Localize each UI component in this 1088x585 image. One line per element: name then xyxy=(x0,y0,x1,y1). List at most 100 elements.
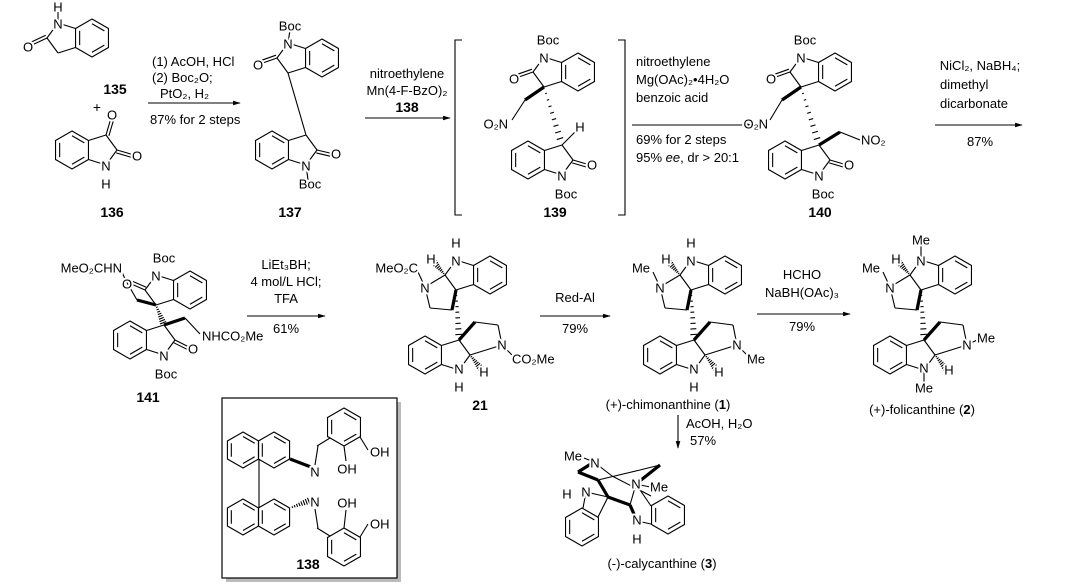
atom-h: H xyxy=(426,252,435,267)
hashed-bond xyxy=(158,316,164,320)
hashed-bond xyxy=(901,265,906,270)
bond xyxy=(305,164,309,181)
hashed-bond xyxy=(300,501,303,506)
wedge-bond xyxy=(685,289,693,311)
benzene-ring xyxy=(54,130,90,170)
bond xyxy=(635,483,651,488)
bond xyxy=(582,491,587,509)
bond xyxy=(316,149,335,155)
bond xyxy=(359,436,369,451)
atom-oh: OH xyxy=(370,445,390,460)
bond xyxy=(839,131,861,141)
bond xyxy=(458,339,471,356)
step6-reagent: Red-Al xyxy=(555,290,595,305)
calycanthine-structure xyxy=(564,457,686,547)
benzene-ring xyxy=(510,140,546,180)
bond xyxy=(288,134,307,142)
aromatic-bond xyxy=(91,23,105,32)
atom-n: N xyxy=(581,485,590,500)
compound-number-141: 141 xyxy=(136,389,160,405)
atom-h: H xyxy=(714,365,723,380)
benzene-ring xyxy=(937,255,973,295)
bond xyxy=(585,491,609,498)
atom-n: N xyxy=(590,456,599,471)
bond xyxy=(772,71,791,79)
hashed-bond xyxy=(706,357,709,360)
atom-o: O xyxy=(844,158,854,173)
bond xyxy=(46,22,59,39)
bond xyxy=(515,71,534,79)
aromatic-bond xyxy=(129,346,143,355)
atom-n: N xyxy=(301,159,310,174)
hashed-bond xyxy=(159,318,166,323)
bond xyxy=(163,339,176,356)
bond xyxy=(455,259,474,267)
bond xyxy=(155,274,174,282)
bond xyxy=(28,34,46,44)
compound-number-138: 138 xyxy=(296,556,320,572)
hashed-bond xyxy=(554,130,562,134)
bond xyxy=(108,118,115,137)
hashed-bond xyxy=(551,118,557,121)
hashed-bond xyxy=(474,361,479,366)
benzene-ring xyxy=(407,335,443,375)
atom-h: H xyxy=(454,380,463,395)
hashed-bond xyxy=(940,362,946,368)
hashed-bond xyxy=(906,270,909,274)
bond xyxy=(909,274,922,291)
bond xyxy=(532,56,545,73)
bond xyxy=(593,461,613,477)
atom-h: H xyxy=(632,532,641,547)
bond xyxy=(316,527,331,537)
aromatic-bond xyxy=(724,260,738,269)
aromatic-bond xyxy=(71,156,85,165)
bond xyxy=(184,317,201,335)
hashed-bond xyxy=(669,263,675,268)
atom-boc: Boc xyxy=(794,33,817,48)
compound-number-135: 135 xyxy=(103,81,127,97)
step8-yield: 57% xyxy=(690,433,716,448)
step4-yield: 87% xyxy=(967,134,993,149)
atom-n: N xyxy=(539,51,548,66)
folicanthine-structure xyxy=(872,245,978,383)
aromatic-bond xyxy=(667,521,681,530)
atom-o: O xyxy=(107,108,117,123)
wedge-bond xyxy=(781,85,802,102)
bond xyxy=(305,149,318,166)
atom-h: H xyxy=(686,236,695,251)
bond xyxy=(146,324,165,332)
hashed-bond xyxy=(304,498,308,505)
atom-h: H xyxy=(53,0,62,15)
wedge-bond xyxy=(577,470,599,482)
hashed-bond xyxy=(811,130,819,134)
hashed-bond xyxy=(942,365,949,371)
atom-co2me: CO₂Me xyxy=(512,352,555,367)
hashed-bond xyxy=(937,358,941,362)
bond xyxy=(105,149,118,166)
hashed-bond xyxy=(899,263,905,268)
aromatic-bond xyxy=(242,523,255,531)
compound-21-structure xyxy=(407,255,513,375)
compound-141-structure xyxy=(112,270,208,360)
atom-o: O xyxy=(766,72,776,87)
compound-140-structure xyxy=(767,52,861,180)
bond xyxy=(920,259,939,267)
atom-n: N xyxy=(732,338,741,353)
atom-o: O xyxy=(122,277,132,292)
wedge-bond xyxy=(628,504,639,522)
aromatic-bond xyxy=(527,166,541,175)
bond xyxy=(571,162,590,169)
bond xyxy=(287,66,306,74)
aromatic-bond xyxy=(129,325,143,334)
benzene-ring xyxy=(254,130,290,170)
bond xyxy=(455,283,474,291)
bracket-left xyxy=(454,39,462,216)
bond xyxy=(287,29,291,44)
hashed-bond xyxy=(291,506,294,509)
plus-sign: + xyxy=(93,99,101,115)
atom-boc: Boc xyxy=(299,177,322,192)
atom-me: Me xyxy=(977,331,995,346)
hashed-bond xyxy=(707,358,711,362)
hashed-bond xyxy=(907,272,910,275)
atom-n: N xyxy=(885,281,894,296)
